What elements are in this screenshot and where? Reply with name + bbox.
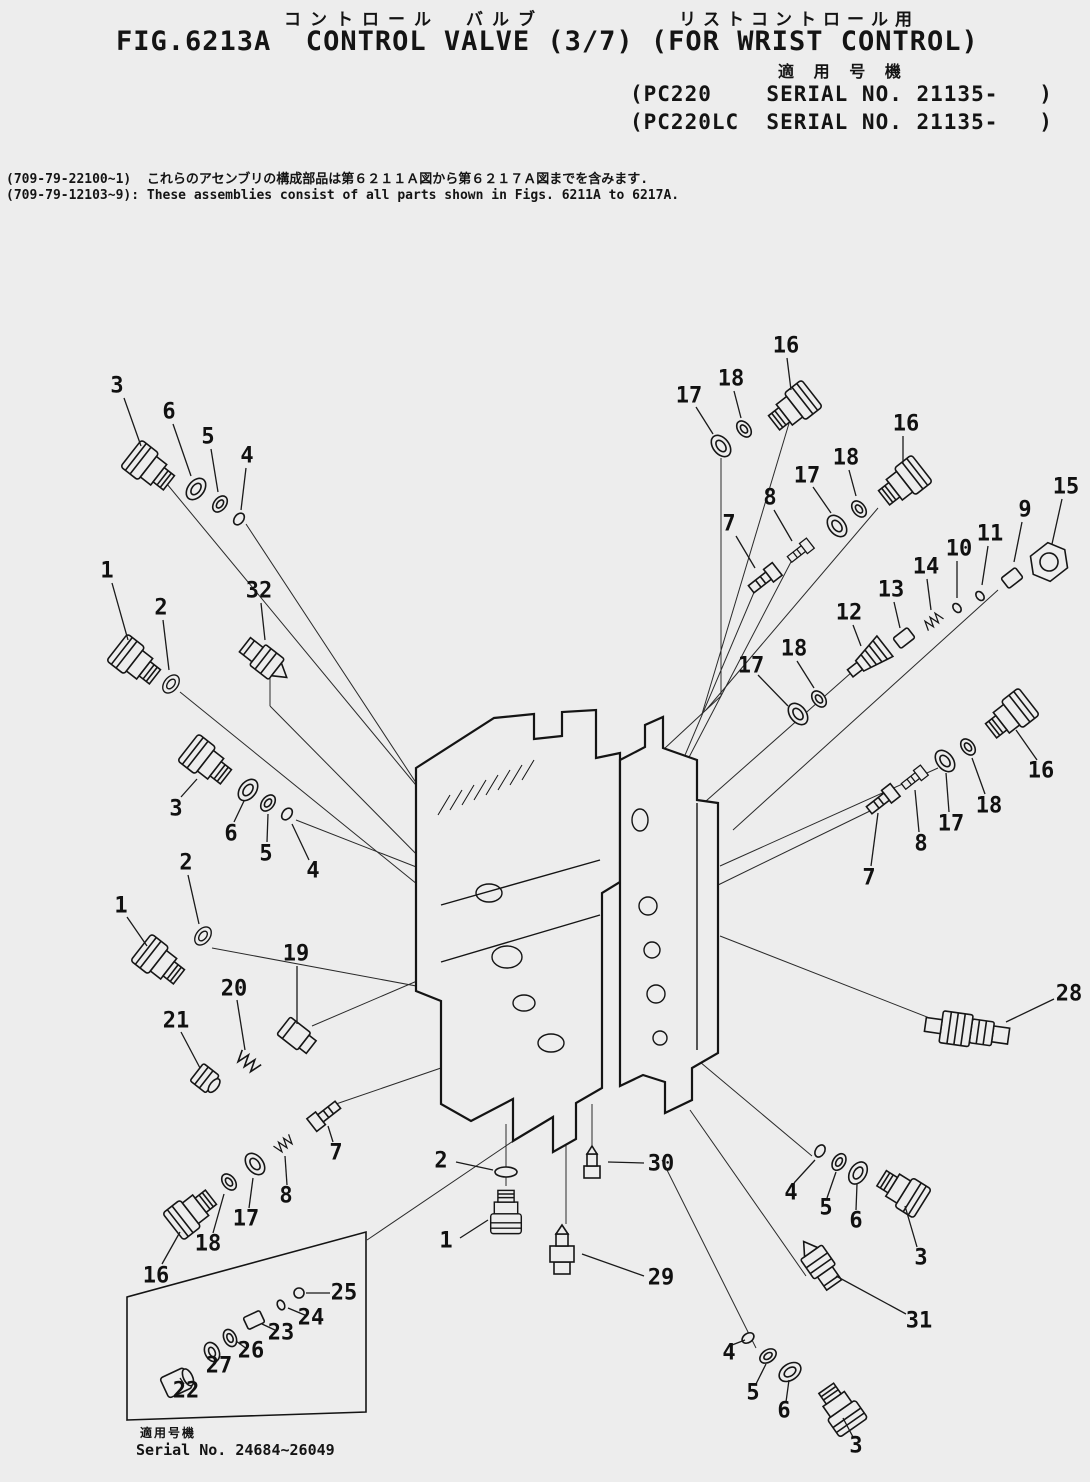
serial-number-line-1: (PC220 SERIAL NO. 21135- ) bbox=[630, 82, 1053, 106]
footer-serial-range: Serial No. 24684~26049 bbox=[136, 1441, 335, 1459]
valve-body-details bbox=[440, 803, 698, 1053]
serial-number-line-2: (PC220LC SERIAL NO. 21135- ) bbox=[630, 110, 1053, 134]
applicable-models-label: 適 用 号 機 bbox=[778, 62, 906, 81]
title-japanese-left: コントロール バルブ bbox=[284, 10, 544, 30]
subassembly-box bbox=[126, 1230, 367, 1421]
footer-applicable-label: 適用号機 bbox=[140, 1426, 197, 1440]
assembly-note-english: (709-79-12103~9): These assemblies consi… bbox=[6, 188, 680, 203]
valve-body bbox=[414, 708, 720, 1154]
figure-title: FIG.6213A CONTROL VALVE (3/7) (FOR WRIST… bbox=[116, 26, 979, 57]
title-japanese-right: リストコントロール用 bbox=[679, 10, 919, 30]
callout-leader-lines bbox=[111, 357, 1063, 1438]
section-hatching bbox=[437, 759, 535, 816]
assembly-note-japanese: (709-79-22100~1) これらのアセンブリの構成部品は第６２１１Ａ図か… bbox=[6, 172, 649, 187]
